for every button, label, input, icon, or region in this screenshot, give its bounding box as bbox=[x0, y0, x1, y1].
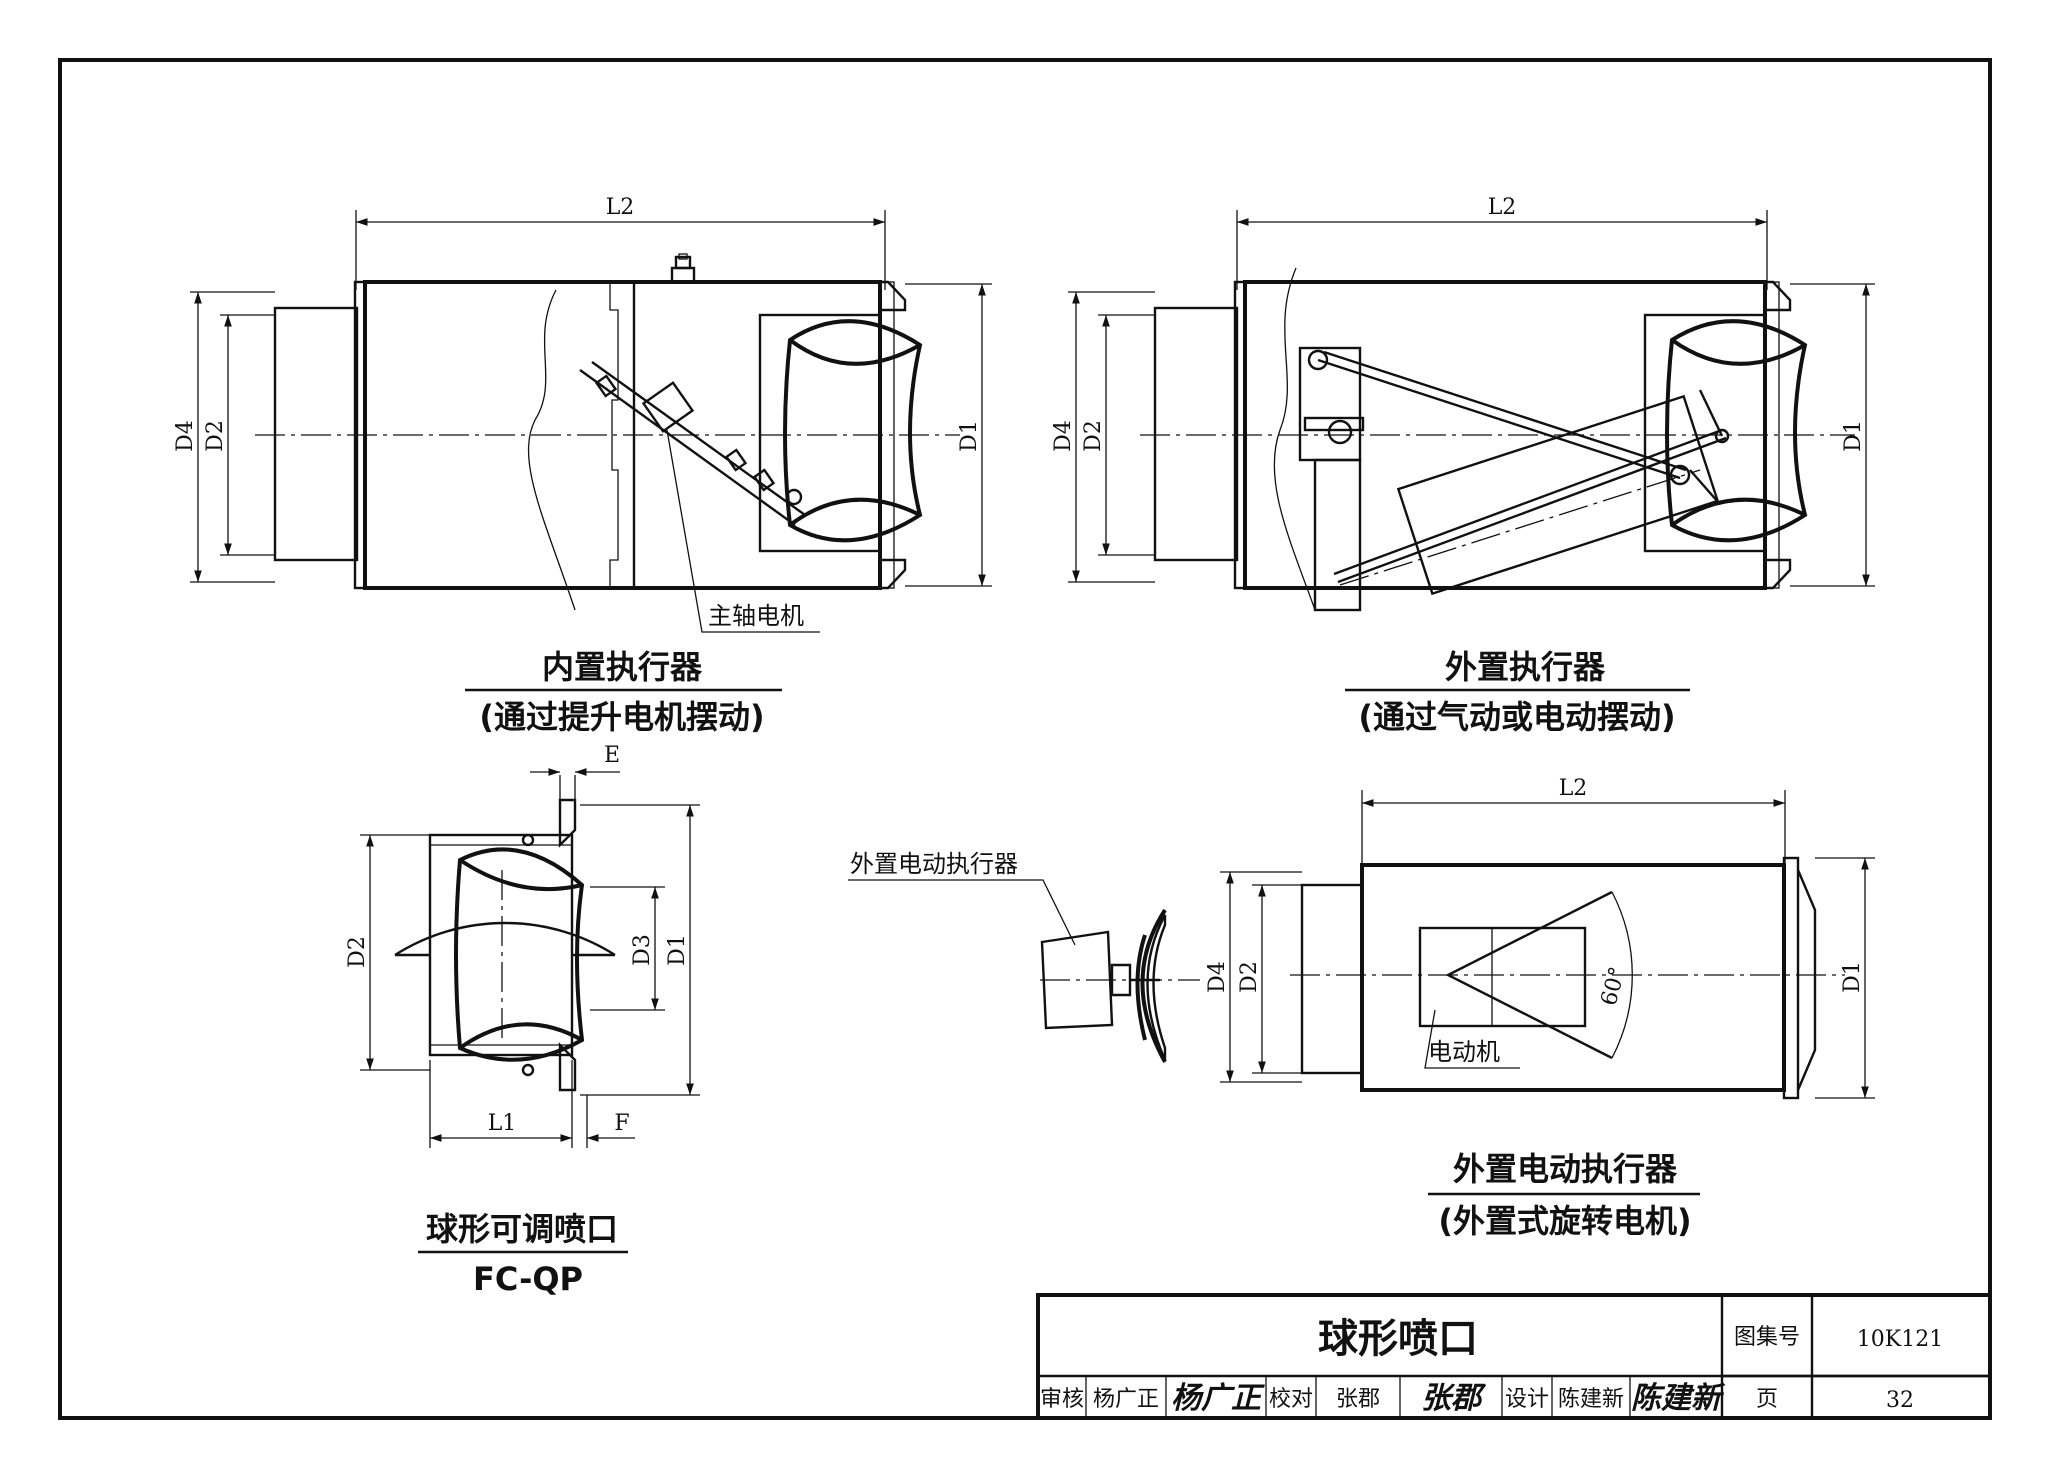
dim-e: E bbox=[604, 743, 620, 768]
caption-internal-actuator: 内置执行器 bbox=[542, 648, 703, 686]
dim-d1: D1 bbox=[1841, 420, 1866, 452]
angle-label: 60° bbox=[1597, 964, 1631, 1008]
callout-external-electric-actuator: 外置电动执行器 bbox=[850, 850, 1018, 878]
dim-d2: D2 bbox=[203, 420, 228, 452]
atlas-label: 图集号 bbox=[1734, 1325, 1800, 1350]
drawing-external-electric-actuator: 外置电动执行器 L2 60° D4 D bbox=[848, 776, 1875, 1240]
review-label: 审核 bbox=[1040, 1387, 1084, 1412]
checker-name: 张郡 bbox=[1336, 1387, 1380, 1412]
reviewer-signature: 杨广正 bbox=[1171, 1381, 1265, 1416]
atlas-number: 10K121 bbox=[1857, 1327, 1943, 1352]
dim-d2: D2 bbox=[1081, 420, 1106, 452]
dim-d2: D2 bbox=[1237, 961, 1262, 993]
design-label: 设计 bbox=[1505, 1387, 1549, 1412]
caption-external-actuator: 外置执行器 bbox=[1445, 648, 1606, 686]
title-block: 球形喷口 图集号 10K121 页 32 审核 杨广正 杨广正 校对 张郡 张郡… bbox=[1036, 1293, 1992, 1420]
checker-signature: 张郡 bbox=[1421, 1381, 1487, 1416]
reviewer-name: 杨广正 bbox=[1093, 1387, 1159, 1412]
title-block-title: 球形喷口 bbox=[1318, 1316, 1478, 1362]
dim-d1: D1 bbox=[665, 934, 690, 966]
callout-spindle-motor: 主轴电机 bbox=[708, 602, 804, 630]
caption-external-electric: 外置电动执行器 bbox=[1453, 1150, 1678, 1188]
dim-d2: D2 bbox=[345, 936, 370, 968]
dim-f: F bbox=[614, 1111, 629, 1136]
page-label: 页 bbox=[1756, 1387, 1778, 1412]
dim-l1: L1 bbox=[488, 1111, 517, 1136]
dim-d4: D4 bbox=[173, 420, 198, 452]
caption-ball-nozzle: 球形可调喷口 bbox=[426, 1210, 618, 1248]
check-label: 校对 bbox=[1269, 1387, 1313, 1412]
caption-ball-nozzle-model: FC-QP bbox=[473, 1260, 583, 1298]
designer-signature: 陈建新 bbox=[1631, 1381, 1726, 1416]
callout-electric-motor: 电动机 bbox=[1428, 1038, 1500, 1066]
drawing-ball-nozzle: E D2 D3 D1 L1 F bbox=[345, 743, 700, 1298]
designer-name: 陈建新 bbox=[1558, 1387, 1624, 1412]
dim-l2: L2 bbox=[1488, 195, 1517, 220]
dim-d4: D4 bbox=[1051, 420, 1076, 452]
caption-internal-actuator-sub: (通过提升电机摆动) bbox=[479, 698, 764, 736]
dim-d1: D1 bbox=[1840, 961, 1865, 993]
page-number: 32 bbox=[1886, 1388, 1914, 1413]
drawing-internal-actuator: L2 D4 D2 D1 bbox=[173, 195, 992, 736]
caption-external-actuator-sub: (通过气动或电动摆动) bbox=[1358, 698, 1675, 736]
caption-external-electric-sub: (外置式旋转电机) bbox=[1438, 1202, 1691, 1240]
dim-l2: L2 bbox=[1559, 776, 1588, 801]
dim-d1: D1 bbox=[957, 420, 982, 452]
drawing-external-actuator: L2 D4 D2 D1 bbox=[1051, 195, 1875, 736]
dim-l2: L2 bbox=[606, 195, 635, 220]
dim-d3: D3 bbox=[630, 934, 655, 966]
sheet-border bbox=[58, 58, 1992, 1420]
dim-d4: D4 bbox=[1205, 961, 1230, 993]
